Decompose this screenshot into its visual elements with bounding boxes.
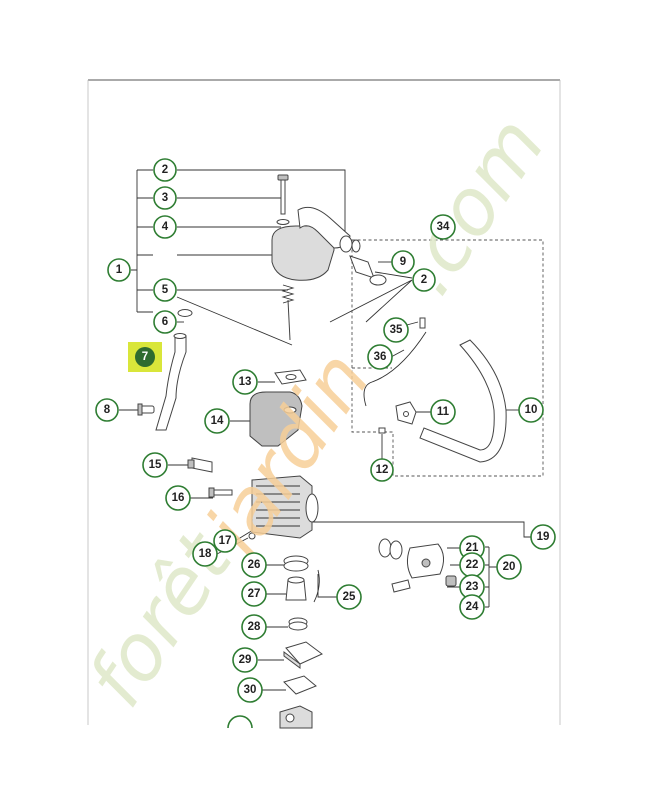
callout-3: 3 [153,186,177,210]
callout-23: 23 [459,574,485,600]
svg-text:2: 2 [162,164,168,176]
svg-text:36: 36 [374,351,387,363]
svg-text:35: 35 [390,324,403,336]
callout-30: 30 [237,677,263,703]
callout-17: 17 [213,529,237,553]
svg-text:29: 29 [239,654,252,666]
svg-text:16: 16 [172,492,185,504]
svg-text:6: 6 [162,316,168,328]
callout-8: 8 [95,398,119,422]
watermark-com: .com [381,102,563,311]
part-shapes [137,174,507,729]
callout-4: 4 [153,215,177,239]
svg-text:4: 4 [162,221,169,233]
callout-22: 22 [459,552,485,578]
callout-12: 12 [370,458,394,482]
callout-10: 10 [518,397,544,423]
svg-text:20: 20 [503,561,516,573]
svg-text:1: 1 [116,264,123,276]
svg-text:19: 19 [537,531,550,543]
svg-text:11: 11 [437,406,450,418]
svg-text:14: 14 [211,415,224,427]
callouts: 1 2 3 4 5 6 7 8 9 2 10 11 12 13 14 15 16… [95,158,556,729]
svg-text:18: 18 [199,548,212,560]
callout-16: 16 [165,485,191,511]
svg-text:15: 15 [149,459,162,471]
svg-text:7: 7 [142,351,148,363]
callout-6: 6 [153,310,177,334]
svg-text:23: 23 [466,581,479,593]
callout-24: 24 [459,594,485,620]
svg-text:25: 25 [343,591,356,603]
callout-19: 19 [530,524,556,550]
svg-text:34: 34 [437,221,450,233]
svg-text:21: 21 [466,542,479,554]
callout-2b: 2 [412,268,436,292]
svg-text:10: 10 [525,404,538,416]
callout-partial-bottom [227,715,253,729]
svg-text:9: 9 [400,256,406,268]
dashed-group-outline [351,239,544,477]
callout-11: 11 [430,399,456,425]
callout-1: 1 [107,258,131,282]
svg-text:5: 5 [162,284,169,296]
callout-9: 9 [391,250,415,274]
svg-text:24: 24 [466,601,479,613]
svg-text:2: 2 [421,274,427,286]
svg-text:30: 30 [244,684,257,696]
svg-text:27: 27 [248,588,261,600]
callout-36: 36 [367,344,393,370]
callout-25: 25 [336,584,362,610]
svg-text:8: 8 [104,404,111,416]
svg-text:3: 3 [162,192,168,204]
callout-14: 14 [204,408,230,434]
callout-5: 5 [153,278,177,302]
callout-20: 20 [496,554,522,580]
callout-13: 13 [232,369,258,395]
callout-29: 29 [232,647,258,673]
callout-18: 18 [192,541,218,567]
callout-34: 34 [430,214,456,240]
callout-26: 26 [241,552,267,578]
svg-text:12: 12 [376,464,389,476]
callout-7-highlighted: 7 [128,342,162,372]
svg-text:26: 26 [248,559,261,571]
callout-15: 15 [142,452,168,478]
callout-35: 35 [383,317,409,343]
callout-28: 28 [241,614,267,640]
svg-text:13: 13 [239,376,252,388]
callout-2a: 2 [153,158,177,182]
svg-text:28: 28 [248,621,261,633]
svg-text:22: 22 [466,559,479,571]
callout-27: 27 [241,581,267,607]
svg-text:17: 17 [219,535,232,547]
